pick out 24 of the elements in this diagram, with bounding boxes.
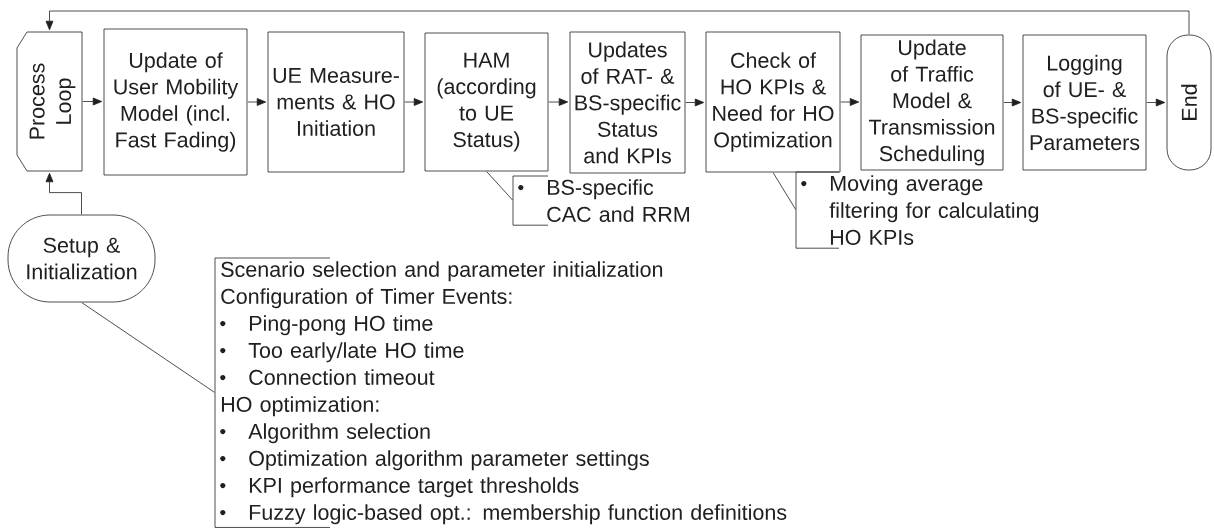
annotation-text: Moving average filtering for calculating HO KPIs: [795, 171, 1039, 249]
process-box: HAM (according to UE Status): [424, 32, 549, 172]
process-box: Logging of UE- & BS-specific Parameters: [1022, 34, 1147, 171]
arrow: [685, 98, 705, 107]
leader-line: [81, 302, 215, 393]
process-box: Update of Traffic Model & Transmission Scheduling: [860, 34, 1004, 171]
arrow: [1003, 98, 1022, 107]
annotation-text: Scenario selection and parameter initialization Configuration of Timer Events: Ping-pong HO time Too early/late HO time Connection timeout HO optimization: Algorithm selection Optimization algorithm parameter settings KPI performance target thresholds Fuzzy logic-based opt.: membership function definitions: [214, 257, 787, 528]
leader-line: [772, 172, 796, 210]
arrow: [45, 10, 1190, 35]
loop-limit-box: Process Loop: [16, 31, 83, 172]
arrow: [82, 97, 103, 106]
arrow: [1146, 98, 1166, 107]
arrow: [548, 98, 569, 106]
process-box: Check of HO KPIs & Need for HO Optimization: [705, 31, 841, 173]
leader-line: [486, 171, 513, 201]
annotation-text: BS-specific CAC and RRM: [512, 175, 689, 226]
arrow: [45, 172, 82, 215]
arrow: [840, 98, 860, 106]
arrow: [404, 98, 424, 106]
process-box: Update of User Mobility Model (incl. Fast Fading): [103, 28, 248, 176]
arrow: [247, 98, 267, 106]
process-box: UE Measure-ments & HO Initiation: [267, 31, 405, 173]
process-box: Updates of RAT- & BS-specific Status and KPIs: [569, 31, 686, 174]
